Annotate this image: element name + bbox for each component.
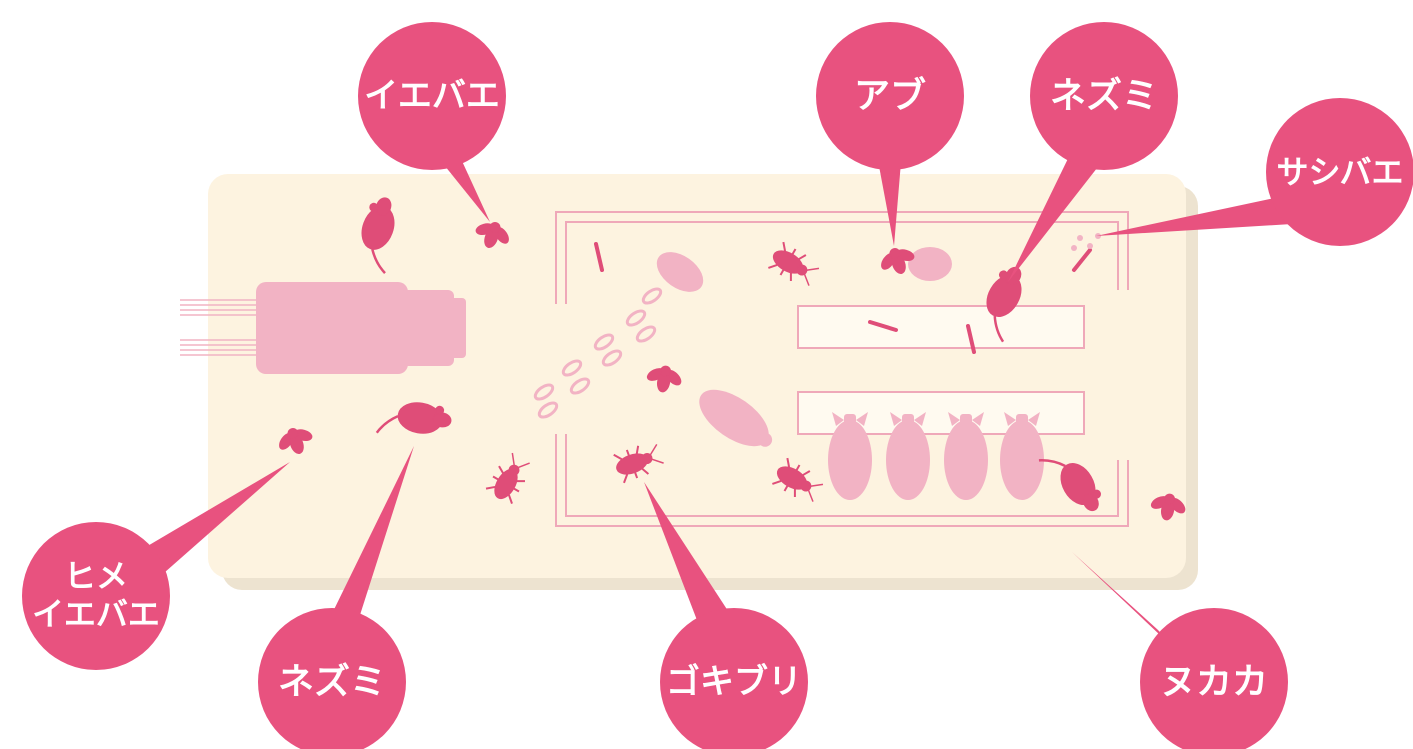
midge-dots (1071, 233, 1101, 251)
label-cockroach: ゴキブリ (666, 662, 802, 702)
callout-stable-fly: サシバエ (1096, 98, 1413, 246)
inner-wall (555, 211, 1129, 527)
label-stable-fly: サシバエ (1276, 153, 1403, 191)
label-lesser-house-fly-line1: ヒメ (64, 557, 128, 595)
livestock (656, 247, 1044, 500)
callout-lesser-house-fly: ヒメ イエバエ (22, 462, 290, 670)
callout-horsefly: アブ (816, 22, 964, 246)
trough-upper (797, 305, 1085, 349)
label-biting-midge: ヌカカ (1160, 662, 1268, 703)
callout-rat-bottom: ネズミ (258, 446, 414, 749)
midge-marks (594, 242, 1092, 354)
callout-cockroach: ゴキブリ (644, 482, 808, 749)
label-horsefly: アブ (854, 75, 926, 117)
callout-biting-midge: ヌカカ (1072, 552, 1288, 749)
label-rat-top: ネズミ (1050, 75, 1158, 117)
callout-house-fly: イエバエ (358, 22, 506, 222)
ventilation-fan (180, 282, 466, 374)
pig-small (908, 247, 952, 281)
callout-rat-top: ネズミ (1008, 22, 1178, 282)
pig-large (656, 252, 704, 292)
label-rat-bottom: ネズミ (278, 661, 386, 703)
label-house-fly: イエバエ (364, 76, 500, 116)
pig-middle (699, 389, 773, 447)
label-lesser-house-fly-line2: イエバエ (32, 595, 160, 633)
